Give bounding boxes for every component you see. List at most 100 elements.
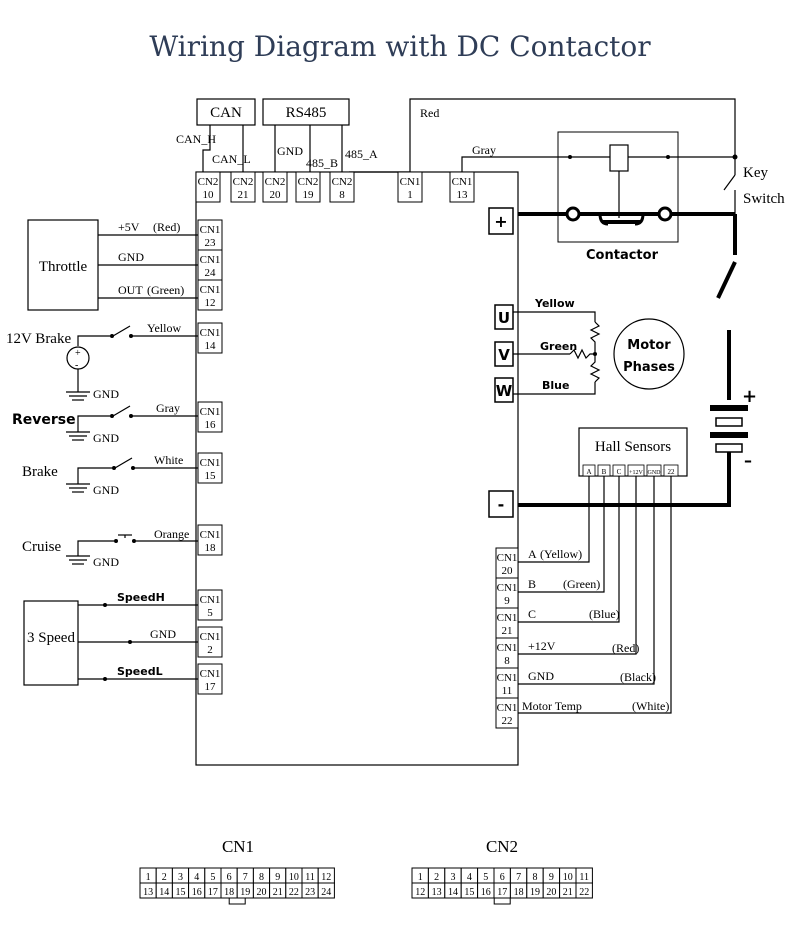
cruise-wire-label: Orange xyxy=(154,527,189,541)
cn1-pin-number: 21 xyxy=(273,887,283,898)
svg-text:CN1: CN1 xyxy=(200,254,221,266)
connector-cn1-2: CN1 2 xyxy=(197,626,223,658)
cn1-pin-number: 13 xyxy=(143,887,153,898)
svg-text:CN1: CN1 xyxy=(200,631,221,643)
cn2-pin-number: 13 xyxy=(432,887,442,898)
485b-label: 485_B xyxy=(306,156,338,170)
cruise-label: Cruise xyxy=(22,539,62,555)
svg-text:CN1: CN1 xyxy=(200,406,221,418)
cn2-pin-number: 16 xyxy=(481,887,491,898)
reverse-label: Reverse xyxy=(12,412,76,428)
cn2-pin-number: 1 xyxy=(418,872,423,883)
svg-text:CN1: CN1 xyxy=(497,612,518,624)
hall-12v-color: (Red) xyxy=(612,641,639,655)
speed-gnd-label: GND xyxy=(150,627,176,641)
cn1-pin-number: 23 xyxy=(305,887,315,898)
cn1-pin-number: 15 xyxy=(176,887,186,898)
cn2-pin-number: 8 xyxy=(533,872,538,883)
reverse-section: Reverse Gray GND CN1 16 xyxy=(12,401,223,445)
cn2-pin-number: 22 xyxy=(579,887,589,898)
cn2-pinout-title: CN2 xyxy=(486,837,518,856)
svg-text:15: 15 xyxy=(205,470,217,482)
svg-text:11: 11 xyxy=(502,685,513,697)
svg-text:CN1: CN1 xyxy=(200,224,221,236)
svg-text:CN1: CN1 xyxy=(497,642,518,654)
key-switch-label-1: Key xyxy=(743,165,768,181)
controller-minus-terminal: - xyxy=(488,490,514,518)
svg-text:5: 5 xyxy=(207,607,213,619)
cn2-pin-number: 3 xyxy=(451,872,456,883)
cn1-pin-number: 11 xyxy=(305,872,315,883)
connector-cn1-5: CN1 5 xyxy=(197,589,223,621)
cn1-pin-number: 14 xyxy=(159,887,169,898)
connector-cn1-18: CN1 18 xyxy=(197,524,223,556)
cn1-pin-number: 18 xyxy=(224,887,234,898)
svg-text:CN1: CN1 xyxy=(497,702,518,714)
cn1-pin-number: 5 xyxy=(210,872,215,883)
hall-a-label: A xyxy=(528,547,537,561)
hall-pin-a: A xyxy=(586,468,591,476)
brake-wire-label: White xyxy=(154,453,183,467)
svg-text:V: V xyxy=(498,346,510,364)
page-title: Wiring Diagram with DC Contactor xyxy=(149,30,651,63)
can-h-label: CAN_H xyxy=(176,132,216,146)
cn1-pin-number: 7 xyxy=(243,872,248,883)
cn1-pin-number: 12 xyxy=(321,872,331,883)
hall-pin-gnd: GND xyxy=(648,470,662,476)
cn2-pin-number: 14 xyxy=(448,887,458,898)
svg-text:W: W xyxy=(496,382,513,400)
gray-wire-label: Gray xyxy=(472,143,496,157)
speedl-label: SpeedL xyxy=(117,665,163,678)
cn1-pin-number: 4 xyxy=(194,872,199,883)
cn1-pin-number: 10 xyxy=(289,872,299,883)
rs485-box xyxy=(262,98,350,126)
battery-minus: – xyxy=(744,451,752,470)
hall-section: Hall Sensors A B C +12V GND 22 A (Yellow… xyxy=(495,427,688,729)
connector-cn1-21: CN1 21 xyxy=(495,607,519,639)
hall-temp-label: Motor Temp xyxy=(522,699,582,713)
cn1-pin-number: 8 xyxy=(259,872,264,883)
cn1-pin-number: 16 xyxy=(192,887,202,898)
can-box xyxy=(196,98,256,126)
svg-text:21: 21 xyxy=(238,189,249,201)
hall-pin-12v: +12V xyxy=(629,470,643,476)
svg-text:CN1: CN1 xyxy=(452,176,473,188)
brake-label: Brake xyxy=(22,464,58,480)
cn1-pin-number: 19 xyxy=(240,887,250,898)
top-connectors: CN2 10 CN2 21 CN2 20 CN2 19 CN2 8 CN1 1 xyxy=(195,171,475,203)
svg-text:CN1: CN1 xyxy=(200,457,221,469)
cn2-pin-number: 11 xyxy=(579,872,589,883)
connector-cn2-8: CN2 8 xyxy=(329,171,355,203)
motor-label-2: Phases xyxy=(623,360,675,375)
cn1-pin-number: 3 xyxy=(178,872,183,883)
throttle-label: Throttle xyxy=(39,259,88,275)
cn2-pin-number: 18 xyxy=(514,887,524,898)
connector-cn1-8: CN1 8 xyxy=(495,637,519,669)
svg-text:16: 16 xyxy=(205,419,217,431)
svg-text:U: U xyxy=(498,309,510,327)
cn1-pin-number: 6 xyxy=(227,872,232,883)
svg-text:8: 8 xyxy=(339,189,345,201)
can-l-label: CAN_L xyxy=(212,152,251,166)
brake12v-gnd-label: GND xyxy=(93,387,119,401)
svg-text:23: 23 xyxy=(205,237,217,249)
connector-cn1-17: CN1 17 xyxy=(197,663,223,695)
cn1-pin-number: 22 xyxy=(289,887,299,898)
svg-text:2: 2 xyxy=(207,644,213,656)
svg-text:10: 10 xyxy=(203,189,215,201)
connector-cn2-10: CN2 10 xyxy=(195,171,221,203)
power-section: + – Contactor Key Switch + - xyxy=(488,131,785,518)
svg-text:20: 20 xyxy=(270,189,282,201)
cruise-gnd-label: GND xyxy=(93,555,119,569)
phase-green-label: Green xyxy=(540,340,577,353)
brake-source-plus: + xyxy=(75,348,81,359)
speed-section: 3 Speed SpeedH GND SpeedL CN1 5 CN1 2 CN… xyxy=(23,589,223,695)
can-label: CAN xyxy=(210,105,242,121)
connector-cn2-20: CN2 20 xyxy=(262,171,288,203)
cn2-pin-number: 17 xyxy=(497,887,507,898)
cn2-pin-number: 7 xyxy=(516,872,521,883)
hall-gnd-label: GND xyxy=(528,669,554,683)
svg-text:CN2: CN2 xyxy=(332,176,353,188)
connector-cn1-22: CN1 22 xyxy=(495,697,519,729)
